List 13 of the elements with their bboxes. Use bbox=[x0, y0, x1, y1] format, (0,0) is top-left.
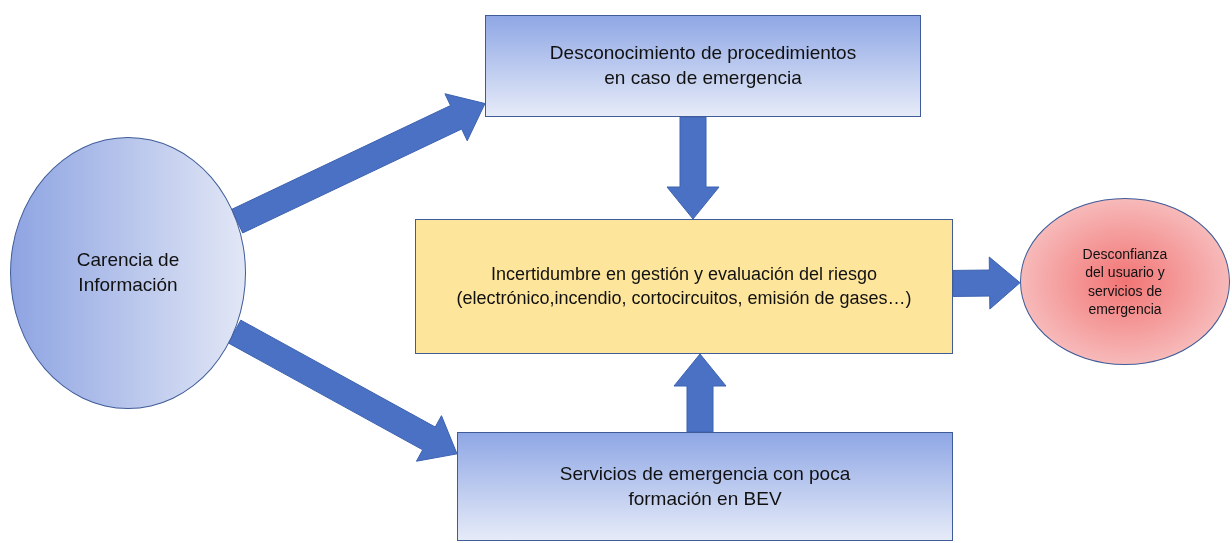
process-box bbox=[415, 219, 953, 354]
block-arrow bbox=[231, 93, 486, 234]
node-label: Desconfianza del usuario y servicios de emergencia bbox=[1081, 245, 1169, 318]
process-box bbox=[457, 432, 953, 541]
block-arrow bbox=[666, 116, 720, 220]
process-box bbox=[485, 15, 921, 117]
node-label: Incertidumbre en gestión y evaluación del riesgo (electrónico,incendio, cortocircuitos, emisión de gases…) bbox=[455, 263, 913, 310]
block-arrow bbox=[673, 353, 727, 433]
block-arrow bbox=[227, 319, 458, 462]
node-label: Carencia de Información bbox=[75, 248, 181, 297]
node-label: Servicios de emergencia con poca formación en BEV bbox=[558, 461, 852, 511]
block-arrow bbox=[952, 256, 1021, 310]
node-label: Desconocimiento de procedimientos en caso de emergencia bbox=[548, 41, 858, 90]
